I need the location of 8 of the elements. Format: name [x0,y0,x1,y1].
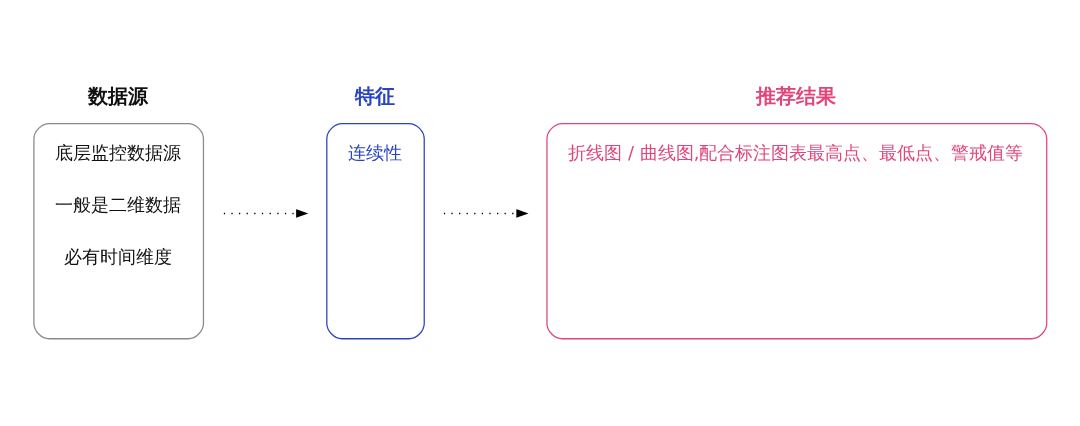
node-box: 连续性 [326,122,425,339]
node-label: 数据源 [88,83,149,108]
node-label: 推荐结果 [756,83,837,108]
node-box: 底层监控数据源 一般是二维数据 必有时间维度 [33,122,205,339]
arrow [443,208,529,218]
node-label: 特征 [355,83,396,108]
arrow [223,208,309,218]
node-box: 折线图 / 曲线图,配合标注图表最高点、最低点、警戒值等 [546,122,1048,339]
